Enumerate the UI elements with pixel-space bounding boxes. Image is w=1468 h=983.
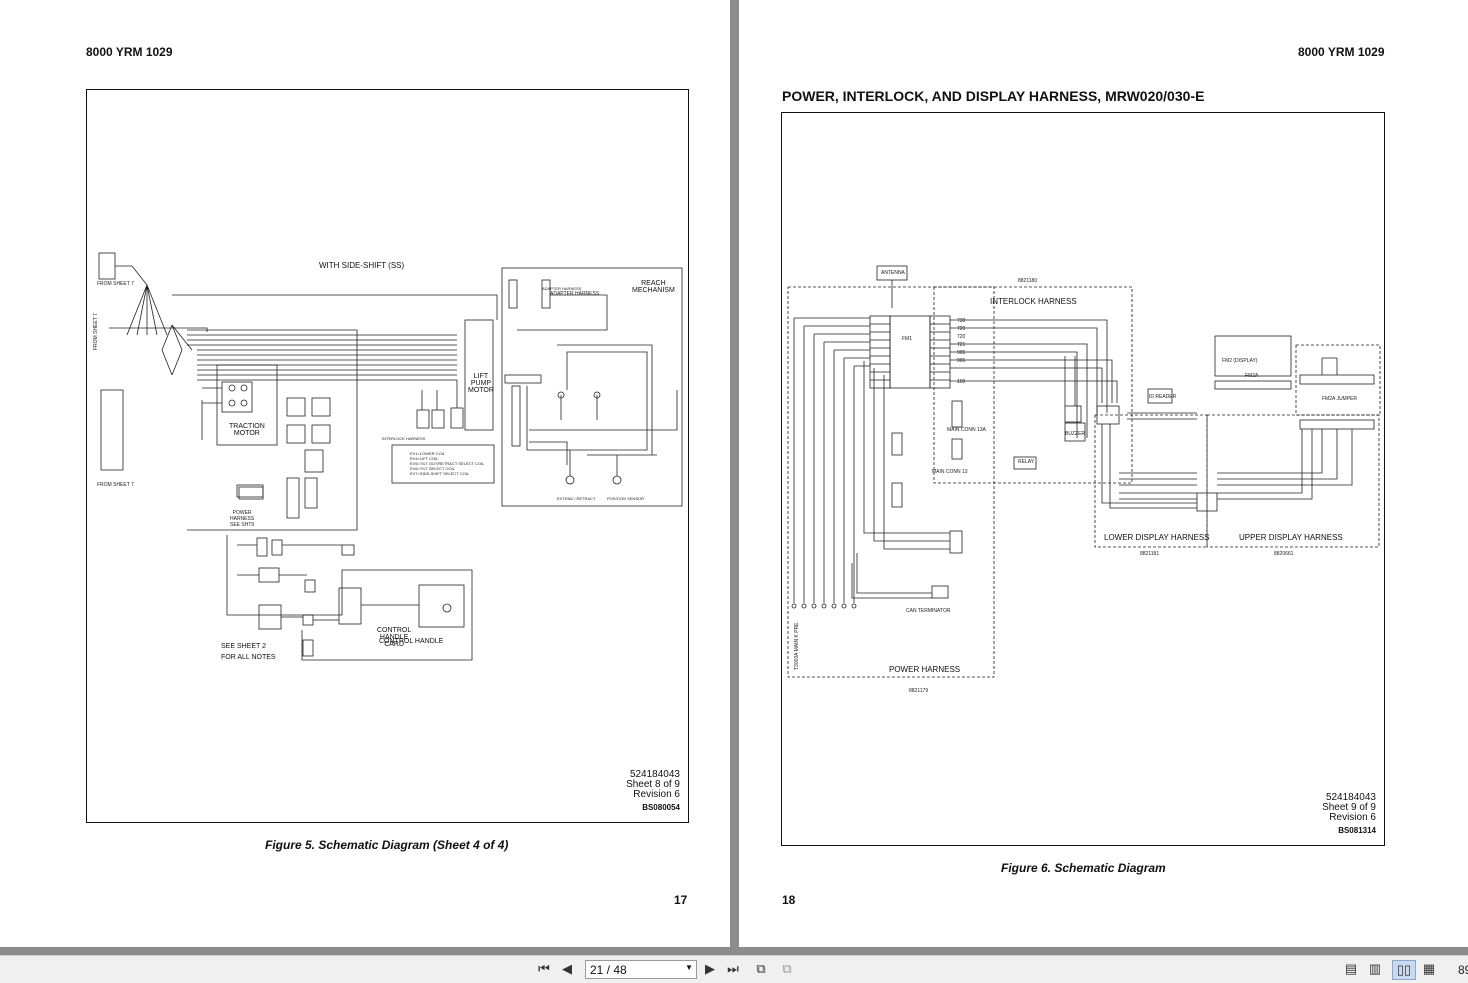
interlock-wire-label: 720	[957, 326, 966, 332]
left-caption: Figure 5. Schematic Diagram (Sheet 4 of …	[265, 838, 509, 852]
lower-part: 8821181	[1140, 551, 1160, 557]
can-terminator-label: CAN TERMINATOR	[906, 608, 951, 614]
page-number-input[interactable]: 21 / 48 ▼	[585, 960, 697, 979]
svg-text:EV6=TILT SELECT COIL: EV6=TILT SELECT COIL	[410, 466, 456, 471]
svg-text:EV5=TILT OUT/RETRACT SELECT CO: EV5=TILT OUT/RETRACT SELECT COIL	[410, 461, 485, 466]
id-reader-label: ID READER	[1149, 394, 1177, 400]
from-sheet-7-left-label: FROM SHEET 7	[93, 313, 99, 350]
pdf-toolbar: ⏮ ◀ 21 / 48 ▼ ▶ ⏭ ⧉ ⧉ ▤ ▥ ▯▯ ▦ 89	[0, 955, 1468, 983]
from-sheet-7-top-label: FROM SHEET 7	[97, 281, 134, 287]
right-diagram-frame: MAIN CONN 13 MAIN CONN 13A T3003A MAIN K…	[781, 112, 1385, 846]
interlock-wire-label: 100	[957, 379, 966, 385]
svg-text:T3003A MAIN K PRE: T3003A MAIN K PRE	[794, 622, 800, 670]
interlock-wire-label: 905	[957, 350, 966, 356]
left-doc-block: 524184043 Sheet 8 of 9 Revision 6 BS0800…	[626, 770, 680, 813]
power-harness-label: POWER HARNESS SEE SHT9	[230, 510, 255, 528]
two-page-continuous-icon[interactable]: ▦	[1422, 961, 1436, 976]
left-schematic: INTERLOCK HARNESS EV1=LOWER COIL EV4=LIF…	[98, 252, 683, 661]
svg-text:EXTEND / RETRACT: EXTEND / RETRACT	[557, 496, 596, 501]
for-all-notes-label: FOR ALL NOTES	[221, 654, 276, 661]
prev-page-icon[interactable]: ◀	[562, 961, 572, 976]
upper-part: 8820661	[1274, 551, 1294, 557]
control-handle-card-label: CONTROL HANDLE CARD	[377, 627, 412, 648]
interlock-harness-label: INTERLOCK HARNESS	[990, 297, 1077, 306]
left-code: BS080054	[642, 803, 680, 812]
reach-mechanism-label: REACH MECHANISM	[632, 280, 675, 294]
fm2a-jumper-label: FM2A JUMPER	[1322, 396, 1358, 402]
left-sheet: Sheet 8 of 9	[626, 779, 680, 790]
right-header: 8000 YRM 1029	[1298, 45, 1385, 59]
right-schematic: MAIN CONN 13 MAIN CONN 13A T3003A MAIN K…	[787, 265, 1381, 678]
svg-text:INTERLOCK HARNESS: INTERLOCK HARNESS	[382, 436, 426, 441]
right-revision: Revision 6	[1329, 812, 1376, 823]
interlock-wire-label: 720	[957, 334, 966, 340]
buzzer-label: BUZZER	[1065, 431, 1085, 437]
lower-display-label: LOWER DISPLAY HARNESS	[1104, 533, 1210, 542]
adapter-harness-label: ADAPTER HARNESS	[550, 291, 600, 297]
svg-text:MAIN CONN 13: MAIN CONN 13	[932, 469, 968, 475]
left-page-number: 17	[674, 893, 688, 907]
left-header: 8000 YRM 1029	[86, 45, 173, 59]
control-handle-label: CONTROL HANDLE	[379, 638, 444, 645]
right-page-number: 18	[782, 893, 796, 907]
relay-label: RELAY	[1018, 459, 1035, 465]
interlock-part: 8821180	[1018, 278, 1038, 284]
traction-motor-label: TRACTION MOTOR	[229, 423, 265, 437]
left-doc-number: 524184043	[629, 769, 680, 780]
lift-pump-motor-label: LIFT PUMP MOTOR	[468, 373, 494, 394]
side-shift-label: WITH SIDE-SHIFT (SS)	[319, 261, 405, 270]
zoom-level[interactable]: 89	[1458, 963, 1468, 977]
svg-text:MAIN CONN 13A: MAIN CONN 13A	[947, 427, 987, 433]
left-diagram-frame: INTERLOCK HARNESS EV1=LOWER COIL EV4=LIF…	[86, 89, 689, 823]
svg-text:POSITION SENSOR: POSITION SENSOR	[607, 496, 644, 501]
two-page-icon[interactable]: ▯▯	[1392, 960, 1416, 980]
interlock-wire-label: 730	[957, 318, 966, 324]
svg-text:EV7=SIDE-SHIFT SELECT COIL: EV7=SIDE-SHIFT SELECT COIL	[410, 471, 470, 476]
last-page-icon[interactable]: ⏭	[727, 961, 739, 976]
right-title: POWER, INTERLOCK, AND DISPLAY HARNESS, M…	[782, 88, 1205, 104]
continuous-icon[interactable]: ▥	[1368, 961, 1382, 976]
rotate-back-icon[interactable]: ⧉	[782, 961, 792, 976]
page-number-value: 21 / 48	[590, 963, 627, 977]
next-page-icon[interactable]: ▶	[705, 961, 715, 976]
single-page-icon[interactable]: ▤	[1344, 961, 1358, 976]
chevron-down-icon[interactable]: ▼	[685, 963, 693, 972]
interlock-wire-label: 906	[957, 358, 966, 364]
right-doc-number: 524184043	[1325, 792, 1376, 803]
left-page: 8000 YRM 1029	[0, 0, 730, 947]
left-revision: Revision 6	[633, 789, 680, 800]
upper-display-label: UPPER DISPLAY HARNESS	[1239, 533, 1343, 542]
right-doc-block: 524184043 Sheet 9 of 9 Revision 6 BS0813…	[1322, 793, 1376, 836]
right-caption: Figure 6. Schematic Diagram	[1001, 861, 1166, 875]
fm2-display-label: FM2 (DISPLAY)	[1222, 358, 1258, 364]
right-code: BS081314	[1338, 826, 1376, 835]
svg-text:ADAPTER HARNESS: ADAPTER HARNESS	[542, 286, 582, 291]
see-sheet-2-label: SEE SHEET 2	[221, 643, 267, 650]
right-page: 8000 YRM 1029 POWER, INTERLOCK, AND DISP…	[739, 0, 1468, 947]
fm1-label: FM1	[902, 336, 912, 342]
from-sheet-7-bottom-label: FROM SHEET 7	[97, 482, 134, 488]
antenna-label: ANTENNA	[881, 270, 905, 276]
fm2a-label: FM2A	[1245, 373, 1259, 379]
interlock-wire-label: 721	[957, 342, 966, 348]
svg-text:EV1=LOWER COIL: EV1=LOWER COIL	[410, 451, 446, 456]
first-page-icon[interactable]: ⏮	[538, 961, 550, 976]
svg-text:EV4=LIFT COIL: EV4=LIFT COIL	[410, 456, 439, 461]
right-sheet: Sheet 9 of 9	[1322, 802, 1376, 813]
rotate-icon[interactable]: ⧉	[756, 961, 766, 976]
power-part: 8821179	[909, 688, 929, 694]
power-harness-label: POWER HARNESS	[889, 665, 961, 674]
